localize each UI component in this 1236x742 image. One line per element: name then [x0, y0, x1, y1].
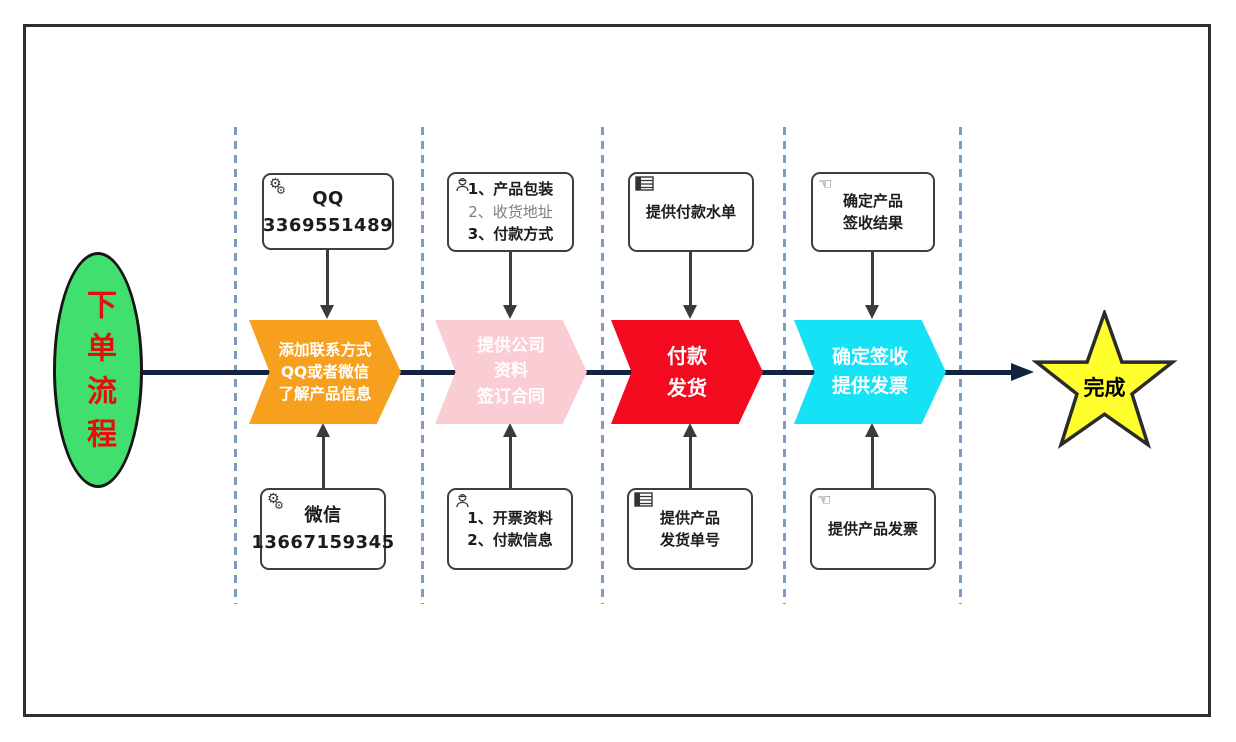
step-label-line: 发货	[667, 376, 707, 400]
start-label: 下单流程	[81, 289, 116, 461]
note-invoice-payment-info: 1、开票资料 2、付款信息	[447, 488, 573, 570]
star-icon	[1031, 307, 1178, 450]
note-line: QQ	[312, 187, 344, 209]
step-label-line: 确定签收	[831, 345, 908, 368]
connector-line	[871, 436, 874, 488]
step-label-line: 添加联系方式	[278, 341, 372, 359]
note-line: 1、开票资料	[467, 508, 553, 527]
note-product-invoice: ☜ 提供产品发票	[810, 488, 936, 570]
lane-divider	[601, 127, 604, 604]
arrow-up-icon	[865, 423, 879, 437]
lane-divider	[959, 127, 962, 604]
hand-icon: ☜	[818, 174, 833, 193]
note-line: 1、产品包装	[467, 180, 554, 199]
arrow-down-icon	[503, 305, 517, 319]
note-order-details: 1、产品包装 2、收货地址 3、付款方式	[447, 172, 574, 252]
gears-icon: ⚙⚙	[269, 176, 286, 197]
note-line: 提供付款水单	[645, 202, 736, 221]
note-line: 3369551489	[262, 214, 394, 236]
note-payment-slip: 提供付款水单	[628, 172, 754, 252]
connector-line	[509, 436, 512, 488]
arrow-up-icon	[316, 423, 330, 437]
connector-line	[326, 250, 329, 307]
note-line: 确定产品	[842, 191, 903, 210]
table-icon	[635, 176, 654, 191]
note-wechat-contact: ⚙⚙ 微信 13667159345	[251, 488, 394, 570]
note-confirm-receipt-result: ☜ 确定产品 签收结果	[811, 172, 935, 252]
note-line: 微信	[304, 505, 342, 526]
note-line: 签收结果	[842, 214, 903, 232]
arrow-up-icon	[503, 423, 517, 437]
step-label-line: 了解产品信息	[278, 385, 372, 403]
step-add-contact: 添加联系方式 QQ或者微信 了解产品信息	[249, 320, 401, 424]
note-line: 13667159345	[251, 532, 395, 553]
gears-icon: ⚙⚙	[267, 491, 284, 512]
connector-line	[322, 436, 325, 488]
lane-divider	[783, 127, 786, 604]
connector-line	[871, 250, 874, 307]
worker-icon	[454, 176, 471, 193]
note-shipping-number: 提供产品 发货单号	[627, 488, 753, 570]
lane-divider	[234, 127, 237, 604]
arrow-down-icon	[683, 305, 697, 319]
arrow-down-icon	[320, 305, 334, 319]
step-confirm-receipt-invoice: 确定签收 提供发票	[794, 320, 946, 424]
step-label-line: QQ或者微信	[280, 363, 370, 381]
note-qq-contact: ⚙⚙ QQ 3369551489	[262, 173, 394, 250]
lane-divider	[421, 127, 424, 604]
note-line: 3、付款方式	[467, 225, 554, 244]
step-provide-info-sign-contract: 提供公司 资料 签订合同	[435, 320, 587, 424]
note-line: 2、收货地址	[468, 202, 553, 221]
note-line: 发货单号	[659, 531, 720, 549]
table-icon	[634, 492, 653, 507]
arrow-up-icon	[683, 423, 697, 437]
step-label-line: 签订合同	[477, 386, 545, 407]
note-line: 提供产品	[659, 508, 720, 527]
step-pay-ship: 付款 发货	[611, 320, 763, 424]
step-label-line: 提供公司	[477, 335, 545, 356]
connector-line	[689, 250, 692, 307]
end-node: 完成	[1031, 307, 1178, 450]
end-label: 完成	[1083, 376, 1126, 400]
note-line: 2、付款信息	[467, 531, 553, 549]
worker-icon	[454, 492, 471, 509]
hand-icon: ☜	[817, 490, 832, 509]
start-node: 下单流程	[53, 252, 143, 488]
step-label-line: 资料	[494, 361, 528, 382]
connector-line	[689, 436, 692, 488]
note-line: 提供产品发票	[827, 519, 918, 538]
step-label-line: 付款	[667, 344, 707, 368]
main-flow-arrowhead-icon	[1011, 363, 1034, 381]
step-label-line: 提供发票	[831, 375, 908, 397]
arrow-down-icon	[865, 305, 879, 319]
connector-line	[509, 250, 512, 307]
